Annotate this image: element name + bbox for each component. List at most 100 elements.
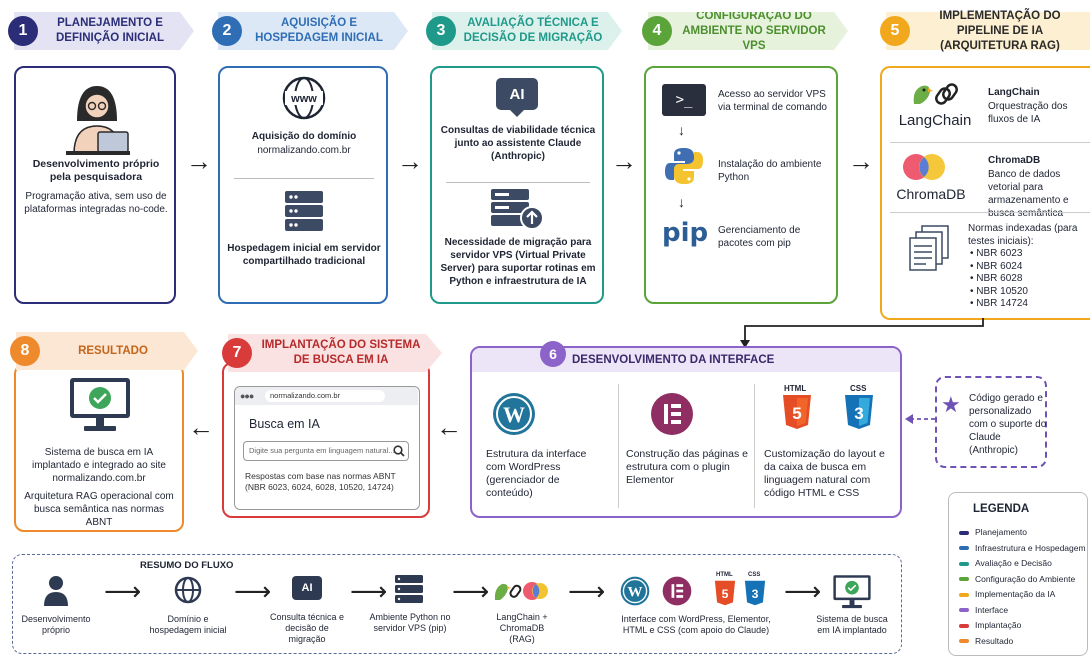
domain-name: normalizando.com.br (257, 145, 351, 156)
norm-item: • NBR 6023 (970, 248, 1023, 259)
css3-icon: 3 (845, 395, 873, 429)
down-arrow: ↓ (678, 194, 685, 210)
svg-text:5: 5 (792, 404, 801, 423)
legend-label: Interface (975, 604, 1009, 615)
chat-tail (510, 110, 524, 117)
legend-swatch (959, 623, 969, 628)
search-icon[interactable] (393, 445, 405, 457)
divider (446, 182, 590, 183)
html-css-text: Customização do layout e da caixa de bus… (764, 448, 885, 499)
summary-item: Desenvolvimento próprio (21, 614, 91, 635)
divider (618, 384, 619, 508)
legend-item: Infraestrutura e Hospedagem (959, 541, 1087, 557)
step5-banner: IMPLEMENTAÇÃO DO PIPELINE DE IA (ARQUITE… (886, 10, 1090, 52)
step4-banner: CONFIGURAÇÃO DO AMBIENTE NO SERVIDOR VPS (648, 12, 848, 50)
researcher-laptop-icon (66, 86, 130, 155)
dashed-arrow-note (905, 414, 935, 424)
legend-item: Interface (959, 603, 1087, 619)
divider (890, 142, 1090, 143)
norm-label: NBR 6028 (976, 273, 1023, 284)
claude-note-text: Código gerado e personalizado com o supo… (969, 393, 1047, 456)
step7-banner: IMPLANTAÇÃO DO SISTEMA DE BUSCA EM IA (228, 334, 442, 372)
svg-text:W: W (628, 584, 643, 600)
html-label: HTML (716, 572, 733, 578)
legend-label: Implantação (975, 620, 1022, 630)
vps-migration-text: Necessidade de migração para servidor VP… (440, 237, 596, 287)
legend-item: Configuração do Ambiente (959, 572, 1087, 588)
step2-title: AQUISIÇÃO E HOSPEDAGEM INICIAL (255, 17, 383, 44)
langchain-chromadb-icon (494, 582, 548, 600)
step5-number: 5 (880, 16, 910, 46)
norm-label: NBR 6023 (976, 248, 1023, 259)
parrot-link-icon (913, 83, 958, 105)
legend-box: LEGENDA Planejamento Infraestrutura e Ho… (948, 492, 1088, 656)
step3-banner: AVALIAÇÃO TÉCNICA E DECISÃO DE MIGRAÇÃO (432, 12, 622, 50)
step1-title: PLANEJAMENTO E DEFINIÇÃO INICIAL (56, 17, 164, 44)
step8-box: Sistema de busca em IA implantado e inte… (14, 364, 184, 532)
server-upload-icon (491, 189, 544, 230)
summary-arrow: ⟶ (350, 576, 388, 606)
svg-text:W: W (503, 402, 525, 427)
summary-item: Consulta técnica e decisão de migração (269, 612, 345, 644)
terminal-icon: >_ (662, 84, 706, 116)
connector-5-6 (740, 318, 984, 348)
step4-box: >_ Acesso ao servidor VPS via terminal d… (644, 66, 838, 304)
step3-number: 3 (426, 16, 456, 46)
documents-icon (909, 225, 949, 271)
step6-number: 6 (540, 341, 566, 367)
divider (754, 384, 755, 508)
summary-title: RESUMO DO FLUXO (140, 560, 234, 571)
css-label: CSS (850, 384, 867, 393)
step6-title: DESENVOLVIMENTO DA INTERFACE (572, 354, 775, 366)
url-text: normalizando.com.br (270, 391, 341, 400)
norm-item: • NBR 6028 (970, 273, 1023, 284)
arrow-6-7: ← (436, 412, 462, 442)
search-placeholder: Digite sua pergunta em linguagem natural… (249, 446, 395, 455)
legend-label: Implementação da IA (975, 589, 1056, 599)
html-label: HTML (784, 384, 807, 393)
step5-title: IMPLEMENTAÇÃO DO PIPELINE DE IA (ARQUITE… (939, 9, 1061, 52)
step4-number: 4 (642, 16, 672, 46)
langchain-name: LangChain (988, 87, 1040, 98)
html5-icon: 5 (783, 395, 811, 429)
step6-box: DESENVOLVIMENTO DA INTERFACE W Estrutura… (470, 346, 902, 518)
step7-title: IMPLANTAÇÃO DO SISTEMA DE BUSCA EM IA (261, 339, 421, 366)
norm-item: • NBR 10520 (970, 285, 1028, 297)
vps-access-text: Acesso ao servidor VPS via terminal de c… (718, 89, 827, 113)
legend-label: Infraestrutura e Hospedagem (975, 542, 1086, 553)
arrow-4-5: → (848, 146, 874, 176)
summary-item: Domínio e hospedagem inicial (149, 614, 227, 635)
wordpress-text: Estrutura da interface com WordPress (ge… (486, 448, 587, 499)
norm-item: • NBR 14724 (970, 298, 1028, 309)
step8-number: 8 (10, 336, 40, 366)
step1-heading: Desenvolvimento próprio pela pesquisador… (32, 158, 160, 183)
result-text-2: Arquitetura RAG operacional com busca se… (24, 491, 174, 528)
step5-box: LangChain LangChain Orquestração dos flu… (880, 66, 1090, 320)
elementor-icon (662, 576, 692, 606)
norm-item: • NBR 6024 (970, 260, 1023, 272)
norm-label: NBR 14724 (976, 298, 1028, 309)
svg-text:5: 5 (722, 587, 729, 601)
ai-chat-icon: AI (292, 576, 322, 600)
legend-label: Planejamento (975, 527, 1027, 537)
legend-swatch (959, 530, 969, 535)
arrow-3-4: → (611, 146, 637, 176)
chromadb-logo-text: ChromaDB (896, 186, 966, 202)
summary-arrow: ⟶ (568, 576, 606, 606)
legend-list: Planejamento Infraestrutura e Hospedagem… (959, 525, 1087, 649)
legend-item: Implementação da IA (959, 587, 1087, 603)
chromadb-logo-icon (903, 154, 945, 180)
pip-text: Gerenciamento de pacotes com pip (718, 225, 801, 249)
step3-title: AVALIAÇÃO TÉCNICA E DECISÃO DE MIGRAÇÃO (463, 17, 603, 44)
star-icon: ★ (941, 392, 961, 417)
divider (234, 178, 374, 179)
terminal-glyph: >_ (675, 92, 693, 108)
svg-text:3: 3 (854, 404, 863, 423)
legend-swatch (959, 592, 969, 597)
step8-banner: RESULTADO (16, 332, 198, 370)
legend-swatch (959, 546, 969, 551)
step3-box: AI Consultas de viabilidade técnica junt… (430, 66, 604, 304)
elementor-icon (651, 393, 693, 435)
search-input[interactable]: Digite sua pergunta em linguagem natural… (243, 441, 409, 461)
step8-title: RESULTADO (78, 344, 148, 357)
